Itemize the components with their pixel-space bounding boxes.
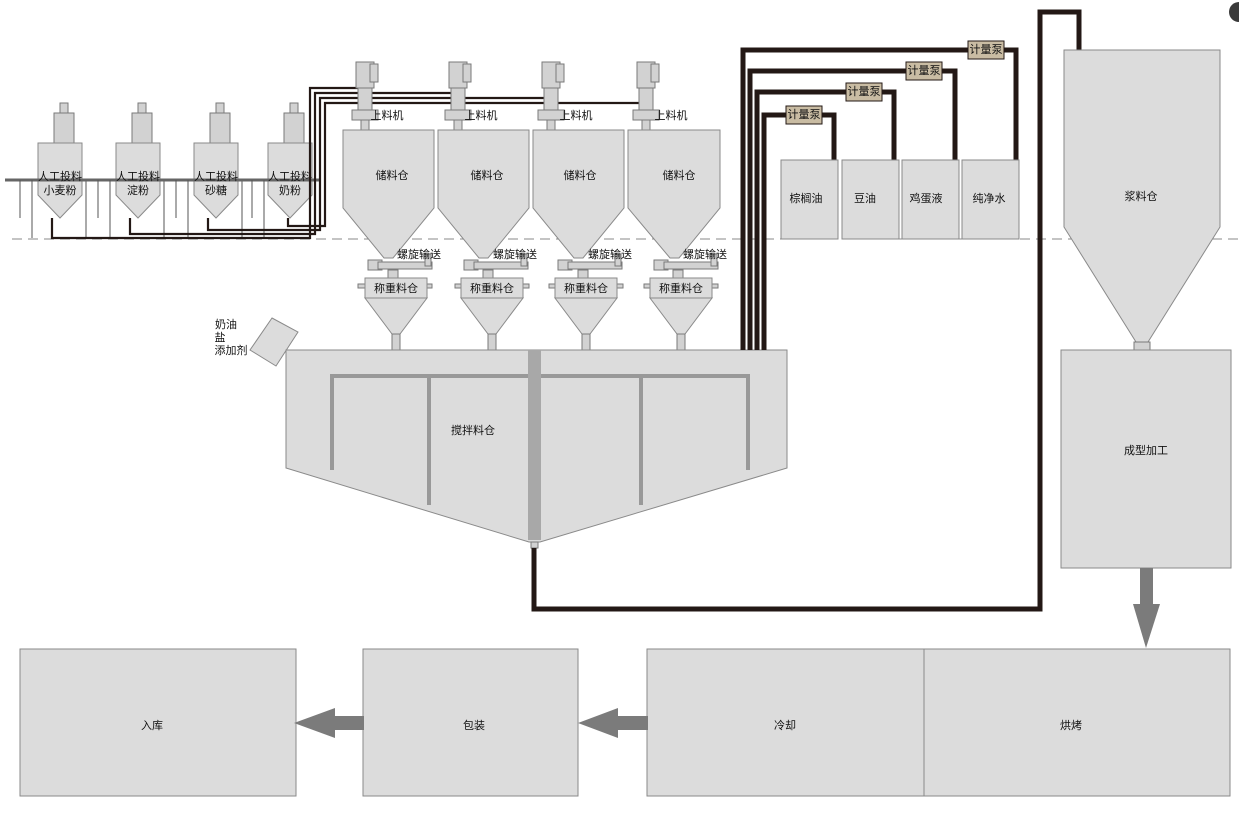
loader-3: 上料机 <box>537 61 593 131</box>
loader-1: 上料机 <box>351 61 404 131</box>
storage-bin-1: 储料仓 <box>342 129 435 259</box>
liquid-tank-soy-oil: 豆油 <box>841 159 900 240</box>
weigh-hopper-4: 称重料仓 <box>643 269 719 351</box>
feeder-label-line2: 淀粉 <box>127 183 149 197</box>
additive-hopper: 奶油 盐 添加剂 <box>215 317 299 367</box>
tank-label: 纯净水 <box>973 191 1006 205</box>
warehouse-label: 入库 <box>141 719 163 732</box>
pump-label: 计量泵 <box>848 85 881 98</box>
pump-label: 计量泵 <box>788 108 821 121</box>
slurry-tank: 浆料仓 <box>1063 49 1221 352</box>
storage-label: 储料仓 <box>471 168 504 182</box>
liquid-pipes <box>740 47 968 350</box>
baking-label: 烘烤 <box>1060 718 1082 732</box>
step-warehouse: 入库 <box>19 648 297 797</box>
additive-line2: 盐 <box>215 331 226 344</box>
feeder-label-line2: 小麦粉 <box>44 184 77 197</box>
mixer-label: 搅拌料仓 <box>451 423 495 437</box>
screw-label: 螺旋输送 <box>683 247 727 261</box>
powder-conveying-pipes <box>50 86 645 240</box>
forming-machine: 成型加工 <box>1060 349 1232 569</box>
loader-label: 上料机 <box>560 108 593 122</box>
screw-label: 螺旋输送 <box>588 247 632 261</box>
mixer-outlet <box>530 541 539 549</box>
loader-label: 上料机 <box>465 108 498 122</box>
metering-pump-4: 计量泵 <box>967 40 1019 239</box>
screw-conveyor-1: 螺旋输送 <box>367 247 441 271</box>
feeder-label-line2: 奶粉 <box>279 183 301 197</box>
screw-conveyor-3: 螺旋输送 <box>557 247 632 271</box>
cooling-label: 冷却 <box>774 719 796 732</box>
slurry-label: 浆料仓 <box>1125 189 1158 203</box>
storage-bin-4: 储料仓 <box>627 129 721 259</box>
feeder-label-line1: 人工投料 <box>116 169 160 183</box>
weigh-hopper-2: 称重料仓 <box>454 269 530 351</box>
step-cooling: 冷却 <box>646 648 925 797</box>
additive-line1: 奶油 <box>215 317 237 331</box>
manual-feeder-2: 人工投料 淀粉 <box>83 102 173 238</box>
screw-conveyor-2: 螺旋输送 <box>463 247 537 271</box>
liquid-tank-egg: 鸡蛋液 <box>901 159 960 240</box>
liquid-tank-palm-oil: 棕榈油 <box>780 159 839 240</box>
screw-conveyor-4: 螺旋输送 <box>653 247 727 271</box>
loader-label: 上料机 <box>655 108 688 122</box>
weigh-label: 称重料仓 <box>564 281 608 295</box>
packaging-label: 包装 <box>463 719 485 732</box>
weigh-label: 称重料仓 <box>470 281 514 295</box>
arrow-left-icon <box>578 708 648 738</box>
step-packaging: 包装 <box>362 648 579 797</box>
feeder-label-line1: 人工投料 <box>38 169 82 183</box>
screw-label: 螺旋输送 <box>397 247 441 261</box>
loader-2: 上料机 <box>444 61 498 131</box>
pump-label: 计量泵 <box>908 64 941 77</box>
manual-feeder-4: 人工投料 奶粉 <box>239 102 320 238</box>
additive-line3: 添加剂 <box>215 343 248 357</box>
loader-4: 上料机 <box>632 61 688 131</box>
storage-label: 储料仓 <box>564 168 597 182</box>
screw-label: 螺旋输送 <box>493 247 537 261</box>
manual-feeder-1: 人工投料 小麦粉 <box>5 102 95 238</box>
feeder-label-line1: 人工投料 <box>268 169 312 183</box>
arrow-left-icon <box>294 708 364 738</box>
manual-feeder-3: 人工投料 砂糖 <box>161 102 251 238</box>
liquid-tank-water: 纯净水 <box>961 159 1020 240</box>
feeder-label-line1: 人工投料 <box>194 169 238 183</box>
feeder-label-line2: 砂糖 <box>205 183 227 197</box>
arrow-down-icon <box>1133 568 1160 648</box>
tank-label: 鸡蛋液 <box>910 191 943 205</box>
weigh-hopper-3: 称重料仓 <box>548 269 624 351</box>
storage-label: 储料仓 <box>663 168 696 182</box>
weigh-hopper-1: 称重料仓 <box>357 269 433 351</box>
tank-label: 棕榈油 <box>790 191 823 205</box>
storage-bin-2: 储料仓 <box>437 129 530 259</box>
storage-label: 储料仓 <box>376 168 409 182</box>
loader-label: 上料机 <box>371 108 404 122</box>
forming-label: 成型加工 <box>1124 443 1168 457</box>
step-baking: 烘烤 <box>923 648 1231 797</box>
weigh-label: 称重料仓 <box>659 281 703 295</box>
tank-label: 豆油 <box>854 191 876 205</box>
weigh-label: 称重料仓 <box>374 281 418 295</box>
storage-bin-3: 储料仓 <box>532 129 625 259</box>
mixing-tank: 搅拌料仓 <box>285 349 788 543</box>
pump-label: 计量泵 <box>970 43 1003 56</box>
slurry-transfer-pipe <box>531 9 1082 612</box>
corner-badge-icon[interactable] <box>1229 2 1239 22</box>
